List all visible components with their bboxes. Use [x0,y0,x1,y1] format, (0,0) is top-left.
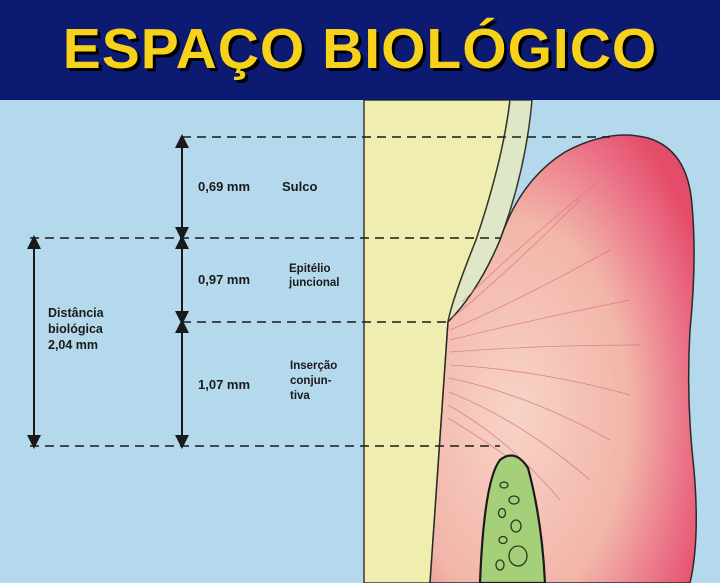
biological-distance-label-1: Distância [48,306,104,321]
biological-distance-label-2: biológica [48,322,103,337]
connective-attachment-label-1: Inserção [290,360,337,373]
junctional-epithelium-label-2: juncional [289,277,339,290]
junctional-epithelium-value: 0,97 mm [198,272,250,287]
connective-attachment-label-2: conjun- [290,375,332,388]
sulcus-value: 0,69 mm [198,179,250,194]
connective-attachment-label-3: tiva [290,390,310,403]
biological-distance-value: 2,04 mm [48,338,98,353]
title-bar: ESPAÇO BIOLÓGICO [0,0,720,100]
sulcus-label: Sulco [282,179,317,194]
connective-attachment-value: 1,07 mm [198,377,250,392]
slide-title: ESPAÇO BIOLÓGICO [0,18,720,80]
biological-width-diagram [0,100,720,583]
junctional-epithelium-label-1: Epitélio [289,263,331,276]
